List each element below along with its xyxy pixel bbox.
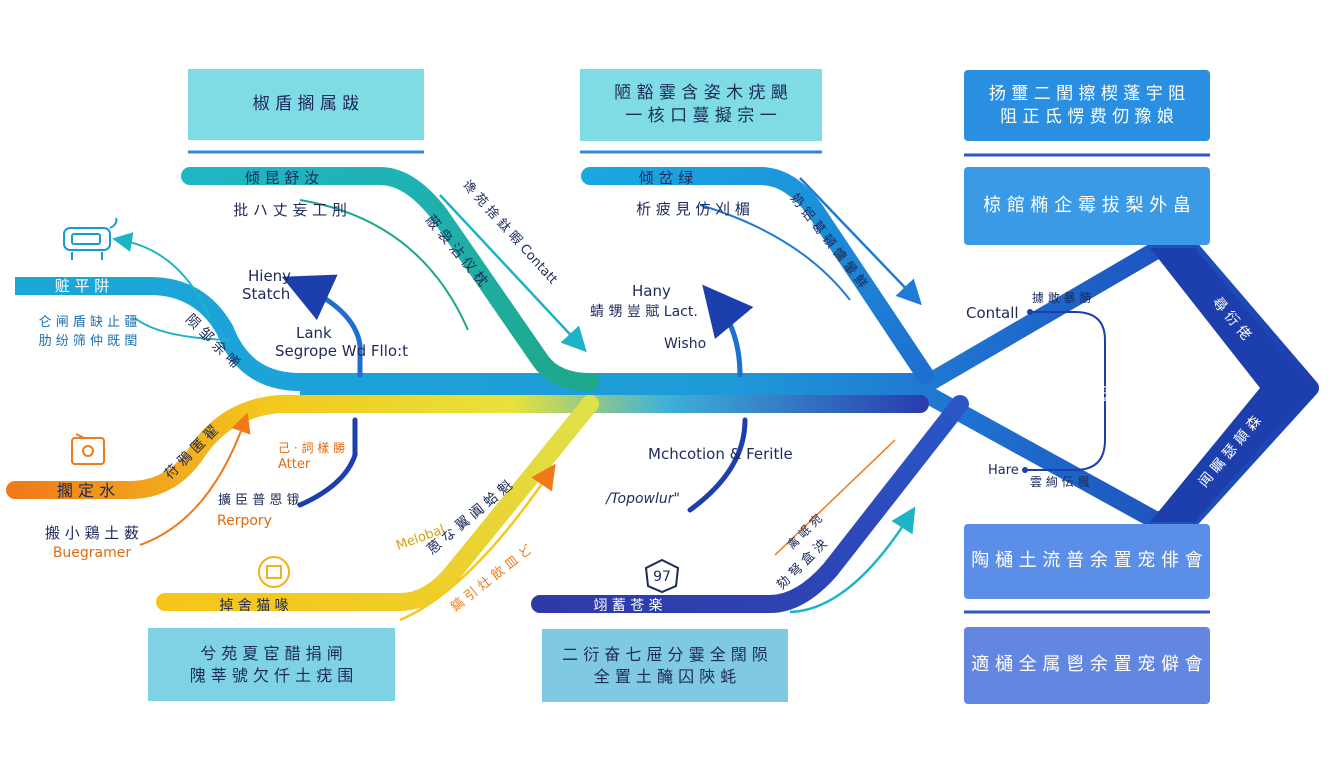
label-segrope: Segrope Wd Fllo:t — [275, 342, 408, 360]
left-tag: 赃 平 阱 — [55, 277, 110, 295]
box-right-upper: 椋 館 椭 企 霉 拔 梨 外 畠 — [964, 167, 1210, 245]
label-hare-cn: 雲 絢 伝 楓 — [1030, 474, 1089, 489]
arrow-thin-3 — [699, 204, 851, 301]
box-right-lower-1-line-1: 陶 樋 土 流 普 余 置 宠 俳 會 — [971, 550, 1203, 572]
orange-sub: 搬 小 鶏 土 薮 — [45, 524, 139, 542]
box-right-lower-2-line-1: 適 樋 全 属 鬯 余 置 宠 僻 會 — [971, 654, 1203, 676]
arrow-bold-4 — [687, 417, 748, 513]
orange-diag: 苻 鴉 匿 翟 — [161, 422, 222, 483]
arrow-thin-7 — [139, 412, 251, 546]
box-right-lower-2: 適 樋 全 属 鬯 余 置 宠 僻 會 — [964, 627, 1210, 704]
label-mchcotion: Mchcotion & Feritle — [648, 445, 793, 463]
arrow-bold-1 — [281, 274, 363, 378]
connector-dot-bottom — [1022, 467, 1028, 473]
arrow-thin-1 — [299, 199, 469, 331]
label-lact: 蜻 甥 豈 賦 Lact. — [590, 304, 698, 320]
branch-blue-top — [581, 167, 934, 384]
box-top-left: 椒 盾 搁 属 跋 — [188, 69, 424, 140]
label-wisho: Wisho — [664, 336, 706, 352]
left-sub-2: 肋 纷 筛 仲 既 閏 — [39, 334, 138, 349]
branch-indigo — [531, 395, 969, 613]
label-lank: Lank — [296, 324, 332, 342]
arrow-thin-2 — [439, 194, 587, 353]
box-top-right: 扬 璽 二 閨 擦 楔 蓬 宇 阻 阻 正 氐 愣 费 仞 豫 娘 — [964, 70, 1210, 141]
arrow-thin-11 — [789, 506, 916, 614]
box-top-mid: 陋 豁 霎 含 姿 木 疣 颶 一 核 口 蔓 擬 宗 一 — [580, 69, 822, 141]
arrow-bold-2 — [297, 417, 358, 508]
arrow-thin-5 — [134, 317, 231, 341]
label-statch: Statch — [242, 285, 290, 303]
blue-top-sub: 析 疲 見 仿 刈 楣 — [636, 200, 750, 218]
arrow-thin-4 — [799, 177, 922, 306]
box-top-right-line-2: 阻 正 氐 愣 费 仞 豫 娘 — [1000, 106, 1174, 127]
spine-label: 峯 桃 槿 园 邱 伯 — [1033, 385, 1162, 405]
desk-icon — [63, 217, 118, 260]
connector-dot-top — [1027, 309, 1033, 315]
label-hany: Hany — [632, 282, 671, 300]
box-top-mid-line-1: 陋 豁 霎 含 姿 木 疣 颶 — [614, 83, 788, 104]
right-connector — [1025, 311, 1106, 471]
box-top-mid-line-2: 一 核 口 蔓 擬 宗 一 — [625, 106, 777, 126]
label-topowur: /Topowlur" — [604, 491, 680, 507]
arrow-thin-10 — [774, 439, 896, 556]
arrow-thin-8 — [399, 463, 556, 622]
left-sub-1: 仑 闸 盾 缺 止 疆 — [39, 315, 138, 330]
orange-sub-en: Buegramer — [53, 545, 132, 561]
label-hieny: Hieny — [248, 267, 291, 285]
label-reripory: Rerpory — [217, 513, 272, 529]
folder-icon — [71, 433, 105, 465]
label-hare: Hare — [988, 463, 1019, 478]
arrow-thin-6 — [112, 232, 211, 319]
teal-top-tag: 倾 昆 舒 汝 — [245, 169, 319, 187]
branch-teal-top — [181, 167, 599, 391]
blue-top-tag: 倾 岔 绿 — [639, 169, 694, 187]
spine-arrowhead — [1150, 248, 1312, 522]
badge-icon — [258, 556, 290, 588]
label-atter-cn: 己 · 詞 樣 勝 — [278, 440, 345, 455]
box-bottom-left-line-2: 隗 莘 號 欠 仟 土 疣 围 — [189, 665, 354, 685]
orange-tag: 擱 定 水 — [57, 481, 115, 500]
box-bottom-mid-line-1: 二 衍 奋 七 屉 分 霎 全 闊 陨 — [562, 644, 768, 664]
box-bottom-left: 兮 苑 夏 宦 醋 捐 闸 隗 莘 號 欠 仟 土 疣 围 — [148, 628, 395, 701]
label-contall-cn: 據 敢 暴 勝 — [1032, 290, 1091, 305]
box-right-lower-1: 陶 樋 土 流 普 余 置 宠 俳 會 — [964, 524, 1210, 599]
label-badge-97: 97 — [653, 569, 671, 585]
shield-icon — [644, 558, 680, 594]
box-right-upper-line-1: 椋 館 椭 企 霉 拔 梨 外 畠 — [983, 194, 1191, 216]
box-bottom-mid: 二 衍 奋 七 屉 分 霎 全 闊 陨 全 置 土 醃 囚 陝 蚝 — [542, 629, 788, 702]
arrow-bold-3 — [702, 284, 754, 378]
label-contall: Contall — [966, 304, 1019, 322]
label-reripory-cn: 擴 臣 普 恩 锇 — [218, 492, 300, 508]
box-top-right-line-1: 扬 璽 二 閨 擦 楔 蓬 宇 阻 — [988, 83, 1186, 104]
box-bottom-mid-line-2: 全 置 土 醃 囚 陝 蚝 — [593, 666, 737, 686]
box-top-left-line-1: 椒 盾 搁 属 跋 — [252, 94, 360, 115]
spine-lower — [6, 395, 929, 499]
box-bottom-left-line-1: 兮 苑 夏 宦 醋 捐 闸 — [200, 643, 343, 663]
branch-yellow — [156, 395, 599, 611]
teal-top-sub: 批 ハ 丈 妄 工 刖 — [233, 201, 347, 219]
label-atter: Atter — [278, 457, 311, 472]
yellow-tag: 掉 舍 猫 喙 — [219, 598, 288, 614]
indigo-tag: 翊 蓄 苍 楽 — [593, 598, 662, 614]
